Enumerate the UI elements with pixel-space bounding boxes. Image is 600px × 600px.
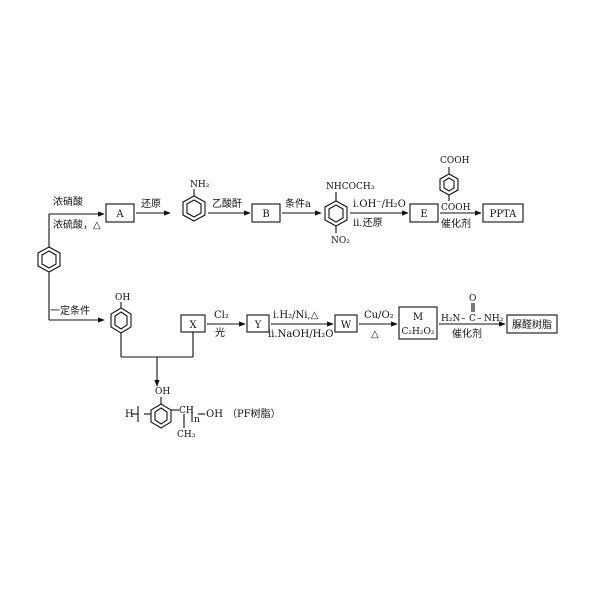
pf-n: n xyxy=(194,415,200,425)
condition-certain: 一定条件 xyxy=(50,304,90,317)
group-oh-phenol: OH xyxy=(115,293,130,303)
pf-ch: CH xyxy=(179,406,194,416)
box-PPTA xyxy=(482,203,524,223)
condition-a: 条件a xyxy=(285,197,311,210)
group-nhcoch3: NHCOCH₃ xyxy=(326,182,375,192)
compound-M-formula: C₂H₂O₂ xyxy=(402,327,435,337)
box-B xyxy=(251,203,281,223)
box-Y xyxy=(246,314,270,333)
phenol-structure xyxy=(110,302,132,334)
box-M xyxy=(398,306,438,340)
pf-ch3: CH₃ xyxy=(177,430,196,440)
condition-acetic-anhydride: 乙酸酐 xyxy=(212,197,242,210)
compound-E: E xyxy=(420,209,427,220)
condition-catalyst-1: 催化剂 xyxy=(441,217,471,230)
pf-resin-label: （PF树脂） xyxy=(227,407,281,420)
condition-step-i-hydrolysis: ⅰ.OH⁻/H₂O xyxy=(353,199,406,210)
pf-resin-structure xyxy=(131,397,205,429)
compound-PPTA: PPTA xyxy=(490,209,518,220)
product-urea-resin: 脲醛树脂 xyxy=(512,318,552,331)
urea-nh2: NH₂ xyxy=(484,314,504,324)
condition-catalyst-2: 催化剂 xyxy=(452,327,482,340)
compound-A: A xyxy=(115,209,124,220)
compound-W: W xyxy=(341,320,352,331)
condition-nitric-acid: 浓硝酸 xyxy=(53,195,83,208)
urea-c: C xyxy=(469,314,476,324)
box-X xyxy=(180,314,206,333)
group-no2: NO₂ xyxy=(331,236,350,246)
group-cooh-top: COOH xyxy=(440,156,470,166)
compound-X: X xyxy=(189,320,197,331)
benzene-structure xyxy=(37,246,61,273)
urea-dash-right: – xyxy=(477,314,482,324)
urea-structure xyxy=(471,303,475,312)
condensation-bracket xyxy=(120,332,194,387)
group-cooh-bottom: COOH xyxy=(441,203,471,213)
compound-M: M xyxy=(413,312,423,323)
group-nh2: NH₂ xyxy=(190,180,210,190)
condition-reduction: 还原 xyxy=(141,198,161,210)
urea-o: O xyxy=(469,294,476,304)
condition-step-ii-reduction: ⅱ.还原 xyxy=(353,217,383,229)
compound-B: B xyxy=(262,209,269,220)
condition-cu-o2: Cu/O₂ xyxy=(364,310,394,321)
box-E xyxy=(409,203,439,223)
pf-oh-top: OH xyxy=(155,387,170,397)
condition-heat: △ xyxy=(371,329,379,340)
condition-light: 光 xyxy=(215,326,225,339)
compound-Y: Y xyxy=(254,320,262,331)
box-W xyxy=(334,314,358,333)
urea-h2n: H₂N xyxy=(441,314,460,324)
condition-sulfuric-acid: 浓硫酸，△ xyxy=(53,218,101,231)
condition-step-i-hydrogenation: ⅰ.H₂/Ni,△ xyxy=(273,310,319,321)
urea-dash-left: – xyxy=(461,314,466,324)
pf-oh-end: OH xyxy=(206,409,223,420)
nitroacetanilide-structure xyxy=(324,192,348,233)
box-A xyxy=(105,203,135,223)
terephthalic-acid-structure xyxy=(439,167,459,201)
condition-cl2: Cl₂ xyxy=(214,310,229,321)
condition-step-ii-naoh: ⅱ.NaOH/H₂O xyxy=(268,329,334,340)
pf-h: H xyxy=(125,409,134,420)
aniline-structure xyxy=(182,189,206,222)
box-urea-resin xyxy=(506,314,558,334)
